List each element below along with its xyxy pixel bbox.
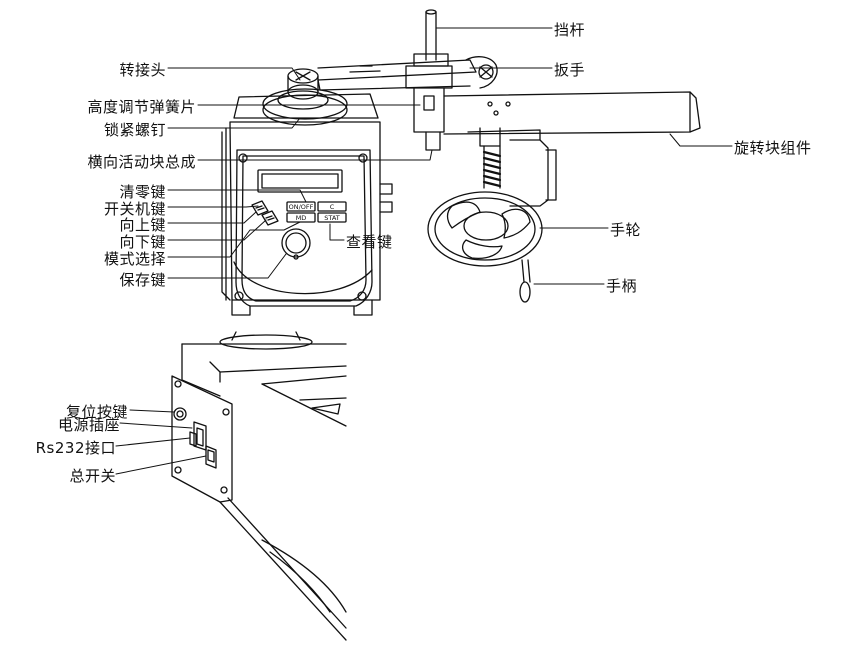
label-view-key: 查看键 [346, 233, 393, 251]
label-save-key: 保存键 [119, 271, 166, 289]
label-rotating-block: 旋转块组件 [734, 139, 812, 157]
label-adapter: 转接头 [119, 61, 166, 79]
handle [519, 259, 531, 303]
label-stop-rod: 挡杆 [554, 21, 586, 39]
on-off-key [286, 201, 316, 212]
handwheel [427, 191, 543, 267]
label-power-socket: 电源插座 [57, 416, 120, 434]
label-main-switch: 总开关 [69, 467, 116, 485]
label-mode-select: 模式选择 [103, 250, 166, 268]
label-clear-key: 清零键 [119, 183, 166, 201]
md-key [286, 212, 316, 223]
on-off-key-label: ON/OFF [289, 203, 314, 211]
label-rs232: Rs232接口 [35, 439, 116, 457]
panel-keys [286, 201, 347, 223]
stat-key-label: STAT [324, 214, 340, 222]
bottom-view [171, 331, 347, 641]
md-key-label: MD [296, 214, 307, 222]
label-power-key: 开关机键 [103, 200, 166, 218]
spindle [482, 139, 557, 207]
c-key-label: C [330, 203, 335, 211]
label-down-key: 向下键 [119, 233, 166, 251]
label-reset-key: 复位按键 [65, 403, 128, 421]
label-height-spring: 高度调节弹簧片 [87, 98, 196, 116]
label-lateral-slider: 横向活动块总成 [87, 153, 196, 171]
label-wrench: 扳手 [554, 61, 586, 79]
rotating-block [443, 91, 701, 147]
clear-c-key [317, 201, 347, 212]
side-connectors [379, 183, 393, 213]
leader-lines [115, 27, 733, 475]
stat-key [317, 212, 347, 223]
label-lock-screw: 锁紧螺钉 [103, 121, 166, 139]
label-up-key: 向上键 [119, 216, 166, 234]
wrench [317, 56, 498, 91]
label-handle: 手柄 [606, 277, 638, 295]
stop-rod [405, 9, 453, 151]
label-handwheel: 手轮 [610, 221, 642, 239]
adapter-assembly [262, 68, 348, 126]
